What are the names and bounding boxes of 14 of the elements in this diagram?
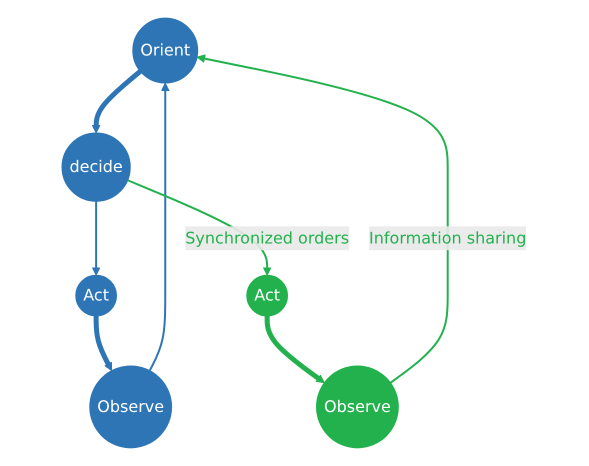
arrow (264, 316, 326, 384)
arrow (149, 82, 170, 372)
arrow (92, 201, 101, 276)
node-circle: Observe (90, 366, 172, 448)
edge-label: Information sharing (369, 228, 527, 248)
node-circle: Act (246, 274, 288, 317)
node-circle: decide (62, 132, 132, 202)
arrow (94, 316, 112, 372)
node-circle: Orient (132, 18, 198, 84)
arrow (196, 54, 450, 384)
edge-label: Synchronized orders (186, 228, 350, 248)
node-circle: Act (76, 274, 118, 317)
node-circle: Observe (316, 366, 400, 448)
arrow (92, 69, 142, 134)
